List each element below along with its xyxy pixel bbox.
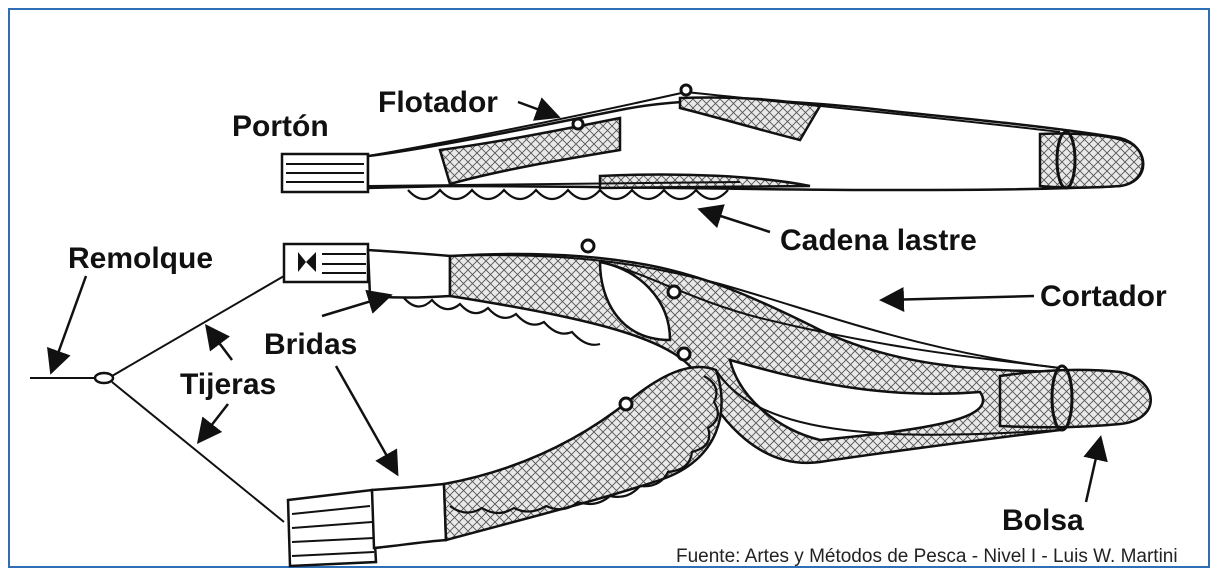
upper-wing-mesh — [450, 254, 1060, 463]
label-cortador: Cortador — [1040, 280, 1167, 313]
float-side-1 — [573, 119, 583, 129]
float-plan-3 — [678, 348, 690, 360]
upper-wing-front — [368, 250, 450, 298]
source-caption: Fuente: Artes y Métodos de Pesca - Nivel… — [676, 546, 1178, 567]
plan-codend-mesh — [1000, 370, 1151, 427]
label-bridas: Bridas — [264, 328, 357, 361]
label-bolsa: Bolsa — [1002, 504, 1084, 537]
label-porton: Portón — [232, 110, 329, 143]
bridle-lower — [112, 382, 284, 522]
tijeras-arrow-upper — [208, 328, 232, 360]
float-plan-4 — [620, 398, 632, 410]
label-cadena-lastre: Cadena lastre — [780, 224, 977, 257]
bolsa-arrow — [1086, 440, 1100, 502]
bridle-upper — [112, 276, 284, 376]
plan-view-net — [30, 240, 1151, 566]
float-plan-1 — [582, 240, 594, 252]
door-board-lower — [288, 490, 376, 566]
door-board-side — [282, 154, 368, 192]
label-tijeras: Tijeras — [180, 368, 276, 401]
label-flotador: Flotador — [378, 86, 498, 119]
float-side-2 — [681, 85, 691, 95]
label-remolque: Remolque — [68, 242, 213, 275]
ballast-chain-side — [408, 190, 728, 199]
tow-swivel — [95, 373, 113, 383]
remolque-arrow — [52, 276, 86, 370]
bridas-arrow-upper — [322, 296, 388, 316]
door-board-upper — [284, 244, 368, 282]
cadena-lastre-arrow — [702, 210, 770, 232]
tijeras-arrow-lower — [200, 404, 228, 440]
side-codend-mesh — [1040, 133, 1143, 187]
float-plan-2 — [668, 286, 680, 298]
bridas-arrow-lower — [336, 366, 396, 472]
lower-wing-mesh — [444, 367, 722, 540]
cortador-arrow — [884, 296, 1034, 300]
flotador-arrow — [518, 102, 556, 116]
lower-wing-front — [372, 484, 446, 548]
